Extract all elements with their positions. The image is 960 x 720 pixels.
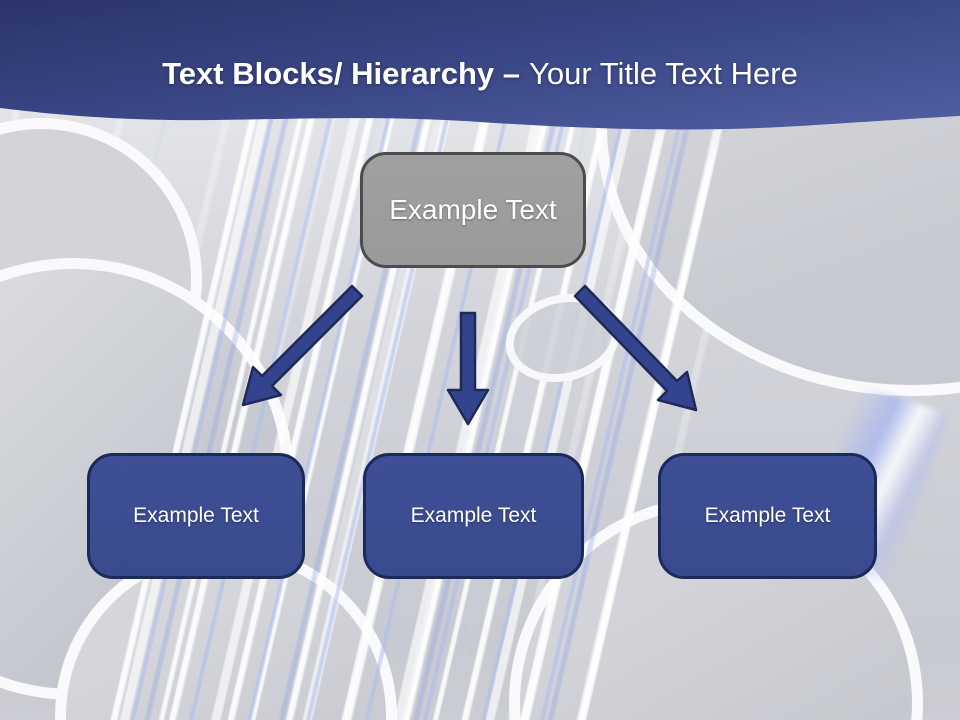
parent-node-label: Example Text	[389, 194, 557, 225]
child-node-label: Example Text	[704, 504, 831, 527]
header-banner: Text Blocks/ Hierarchy – Your Title Text …	[0, 0, 960, 140]
title-primary-text: Text Blocks/ Hierarchy –	[162, 56, 520, 91]
child-node-label: Example Text	[133, 504, 259, 527]
child-node-box-3: Example Text	[658, 453, 877, 579]
arrow-down-left-icon	[241, 284, 364, 407]
child-node-box-1: Example Text	[87, 453, 305, 579]
child-node-label: Example Text	[410, 504, 537, 527]
arrow-down-icon	[446, 311, 490, 426]
slide-title: Text Blocks/ Hierarchy – Your Title Text …	[0, 54, 960, 94]
arrow-down-right-icon	[573, 284, 698, 412]
title-secondary-text: Your Title Text Here	[529, 56, 798, 91]
parent-node-box: Example Text	[360, 152, 586, 268]
child-node-box-2: Example Text	[363, 453, 584, 579]
header-wave-shape	[0, 0, 960, 130]
